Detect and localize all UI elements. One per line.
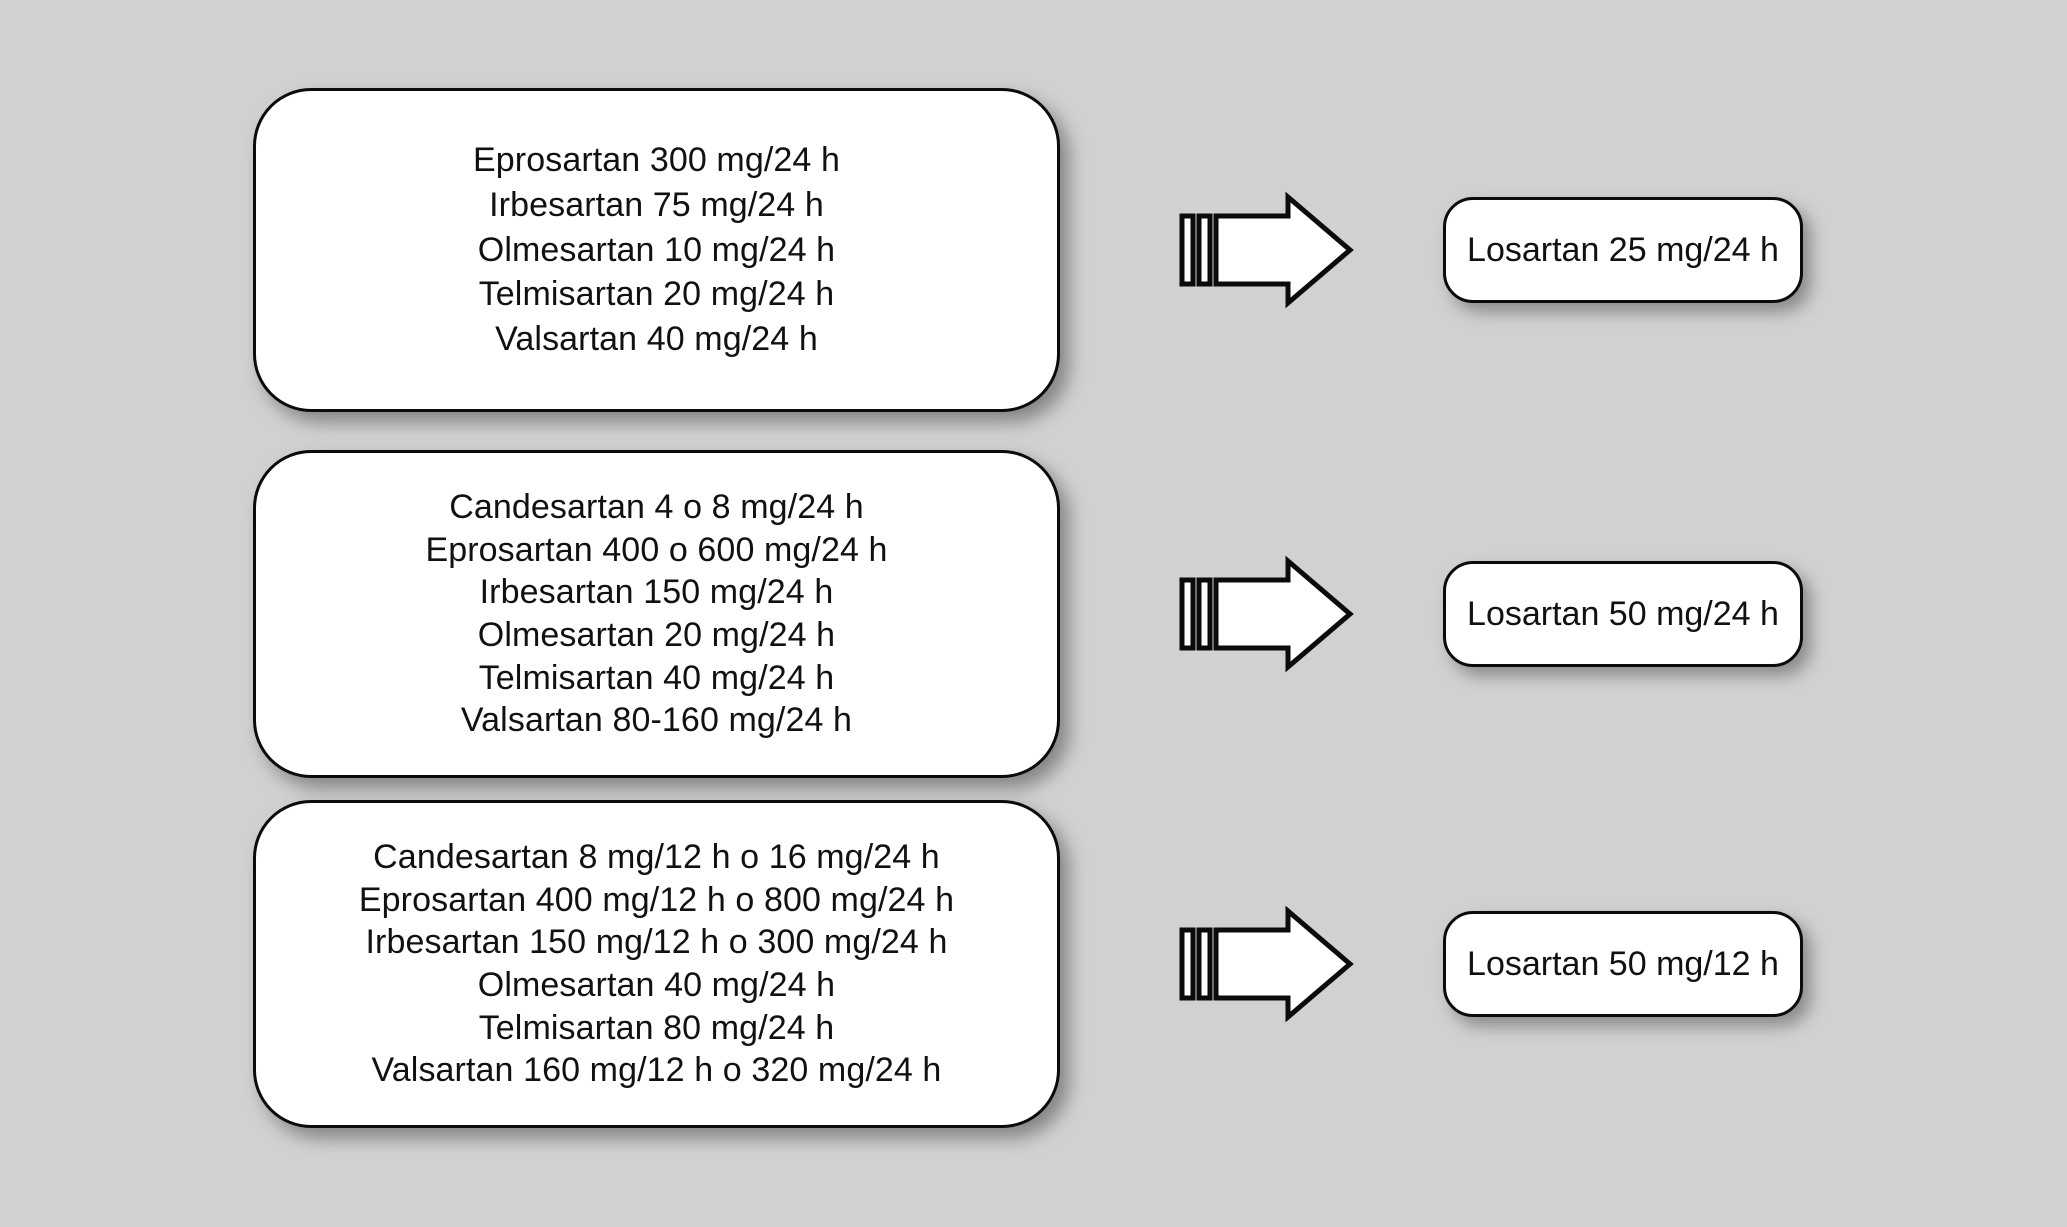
target-dose-label: Losartan 50 mg/12 h [1467,944,1779,983]
target-dose-box-2: Losartan 50 mg/24 h [1443,561,1803,667]
dose-line: Eprosartan 400 o 600 mg/24 h [425,530,888,569]
target-dose-box-3: Losartan 50 mg/12 h [1443,911,1803,1017]
dose-line: Eprosartan 400 mg/12 h o 800 mg/24 h [358,880,955,919]
equivalence-row-3: Candesartan 8 mg/12 h o 16 mg/24 h Epros… [0,800,2067,1128]
equivalence-row-2: Candesartan 4 o 8 mg/24 h Eprosartan 400… [0,450,2067,778]
source-dose-box-1: Eprosartan 300 mg/24 h Irbesartan 75 mg/… [253,88,1060,412]
dose-line: Olmesartan 10 mg/24 h [477,230,836,269]
dose-line: Olmesartan 20 mg/24 h [477,616,836,654]
dose-line: Irbesartan 150 mg/12 h o 300 mg/24 h [365,923,948,962]
target-dose-label: Losartan 25 mg/24 h [1467,230,1779,269]
target-dose-box-1: Losartan 25 mg/24 h [1443,197,1803,303]
dose-line: Irbesartan 75 mg/24 h [489,185,824,224]
equivalence-row-1: Eprosartan 300 mg/24 h Irbesartan 75 mg/… [0,88,2067,412]
striped-block-arrow-right-icon [1178,905,1358,1023]
dose-line: Telmisartan 20 mg/24 h [478,275,835,314]
dose-line: Olmesartan 40 mg/24 h [477,966,836,1004]
target-dose-label: Losartan 50 mg/24 h [1467,594,1779,633]
striped-block-arrow-right-icon [1178,191,1358,309]
dose-line: Valsartan 160 mg/12 h o 320 mg/24 h [371,1051,942,1090]
dose-line: Eprosartan 300 mg/24 h [473,141,840,180]
dose-line: Irbesartan 150 mg/24 h [479,573,834,612]
dose-line: Candesartan 8 mg/12 h o 16 mg/24 h [373,837,940,876]
dose-line: Telmisartan 40 mg/24 h [478,658,835,697]
dose-line: Candesartan 4 o 8 mg/24 h [449,487,864,526]
source-dose-box-3: Candesartan 8 mg/12 h o 16 mg/24 h Epros… [253,800,1060,1128]
dose-line: Telmisartan 80 mg/24 h [478,1008,835,1047]
dose-line: Valsartan 40 mg/24 h [495,320,818,358]
striped-block-arrow-right-icon [1178,555,1358,673]
dose-line: Valsartan 80-160 mg/24 h [460,701,853,740]
source-dose-box-2: Candesartan 4 o 8 mg/24 h Eprosartan 400… [253,450,1060,778]
